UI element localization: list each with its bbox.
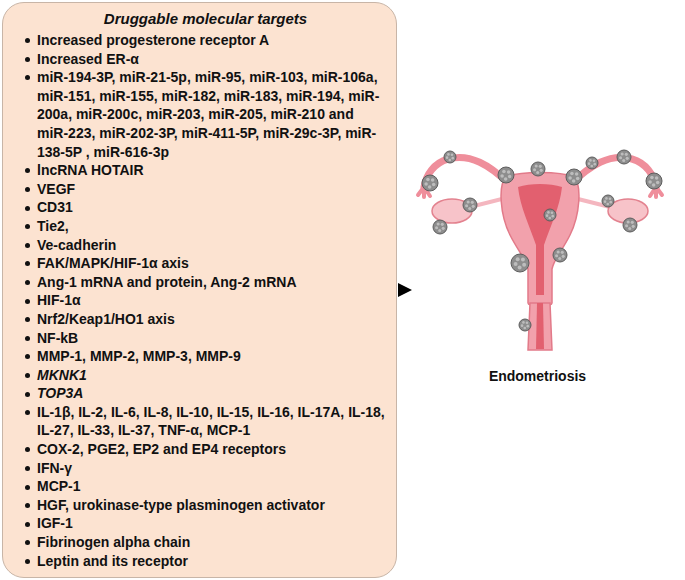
target-text: Nrf2/Keap1/HO1 axis	[37, 311, 175, 327]
target-text: Fibrinogen alpha chain	[37, 534, 190, 550]
bullet-dot	[25, 168, 30, 173]
target-item: IFN-γ	[25, 459, 386, 478]
bullet-dot	[25, 336, 30, 341]
target-item: IL-1β, IL-2, IL-6, IL-8, IL-10, IL-15, I…	[25, 403, 386, 440]
target-item: Tie2,	[25, 217, 386, 236]
target-text: IFN-γ	[37, 460, 72, 476]
bullet-dot	[25, 392, 30, 397]
target-text: MCP-1	[37, 478, 81, 494]
target-text: MMP-1, MMP-2, MMP-3, MMP-9	[37, 348, 241, 364]
bullet-dot	[25, 187, 30, 192]
target-item: Increased progesterone receptor A	[25, 31, 386, 50]
target-text: IL-1β, IL-2, IL-6, IL-8, IL-10, IL-15, I…	[37, 404, 385, 439]
target-item: MCP-1	[25, 477, 386, 496]
target-text: HIF-1α	[37, 292, 81, 308]
target-text: Ang-1 mRNA and protein, Ang-2 mRNA	[37, 274, 297, 290]
bullet-dot	[25, 540, 30, 545]
target-text: CD31	[37, 199, 73, 215]
panel-title: Druggable molecular targets	[25, 9, 386, 29]
target-item: Ve-cadherin	[25, 236, 386, 255]
target-text: FAK/MAPK/HIF-1α axis	[37, 255, 189, 271]
bullet-dot	[25, 354, 30, 359]
target-item: TOP3A	[25, 384, 386, 403]
target-text: TOP3A	[37, 385, 83, 401]
target-item: Leptin and its receptor	[25, 552, 386, 571]
bullet-dot	[25, 466, 30, 471]
target-text: MKNK1	[37, 367, 87, 383]
bullet-dot	[25, 485, 30, 490]
bullet-dot	[25, 522, 30, 527]
bullet-dot	[25, 559, 30, 564]
target-text: lncRNA HOTAIR	[37, 162, 144, 178]
target-item: CD31	[25, 198, 386, 217]
uterus-illustration	[410, 135, 665, 360]
target-item: IGF-1	[25, 514, 386, 533]
target-text: Leptin and its receptor	[37, 553, 188, 569]
bullet-dot	[25, 224, 30, 229]
arrow-connector	[398, 283, 412, 297]
target-text: NF-kB	[37, 330, 78, 346]
bullet-dot	[25, 410, 30, 415]
target-text: miR-194-3P, miR-21-5p, miR-95, miR-103, …	[37, 69, 379, 159]
target-text: Increased progesterone receptor A	[37, 32, 269, 48]
target-text: HGF, urokinase-type plasminogen activato…	[37, 497, 325, 513]
disease-label: Endometriosis	[410, 367, 665, 385]
target-item: NF-kB	[25, 329, 386, 348]
target-item: FAK/MAPK/HIF-1α axis	[25, 254, 386, 273]
target-text: Increased ER-α	[37, 51, 139, 67]
target-item: MKNK1	[25, 366, 386, 385]
target-text: COX-2, PGE2, EP2 and EP4 receptors	[37, 441, 286, 457]
target-text: Tie2,	[37, 218, 69, 234]
target-item: MMP-1, MMP-2, MMP-3, MMP-9	[25, 347, 386, 366]
target-text: Ve-cadherin	[37, 237, 116, 253]
bullet-dot	[25, 447, 30, 452]
bullet-dot	[25, 299, 30, 304]
target-list-panel: Druggable molecular targetsIncreased pro…	[2, 2, 397, 578]
target-item: COX-2, PGE2, EP2 and EP4 receptors	[25, 440, 386, 459]
bullet-dot	[25, 57, 30, 62]
target-item: Increased ER-α	[25, 50, 386, 69]
bullet-dot	[25, 280, 30, 285]
bullet-dot	[25, 503, 30, 508]
target-item: miR-194-3P, miR-21-5p, miR-95, miR-103, …	[25, 68, 386, 161]
target-item: Nrf2/Keap1/HO1 axis	[25, 310, 386, 329]
bullet-dot	[25, 38, 30, 43]
bullet-dot	[25, 373, 30, 378]
target-text: IGF-1	[37, 515, 73, 531]
bullet-dot	[25, 206, 30, 211]
target-item: HGF, urokinase-type plasminogen activato…	[25, 496, 386, 515]
bullet-dot	[25, 261, 30, 266]
target-item: HIF-1α	[25, 291, 386, 310]
target-item: Fibrinogen alpha chain	[25, 533, 386, 552]
target-item: lncRNA HOTAIR	[25, 161, 386, 180]
bullet-dot	[25, 75, 30, 80]
bullet-dot	[25, 243, 30, 248]
target-item: VEGF	[25, 180, 386, 199]
target-item: Ang-1 mRNA and protein, Ang-2 mRNA	[25, 273, 386, 292]
target-text: VEGF	[37, 181, 75, 197]
uterus-figure: Endometriosis	[410, 135, 665, 400]
bullet-dot	[25, 317, 30, 322]
